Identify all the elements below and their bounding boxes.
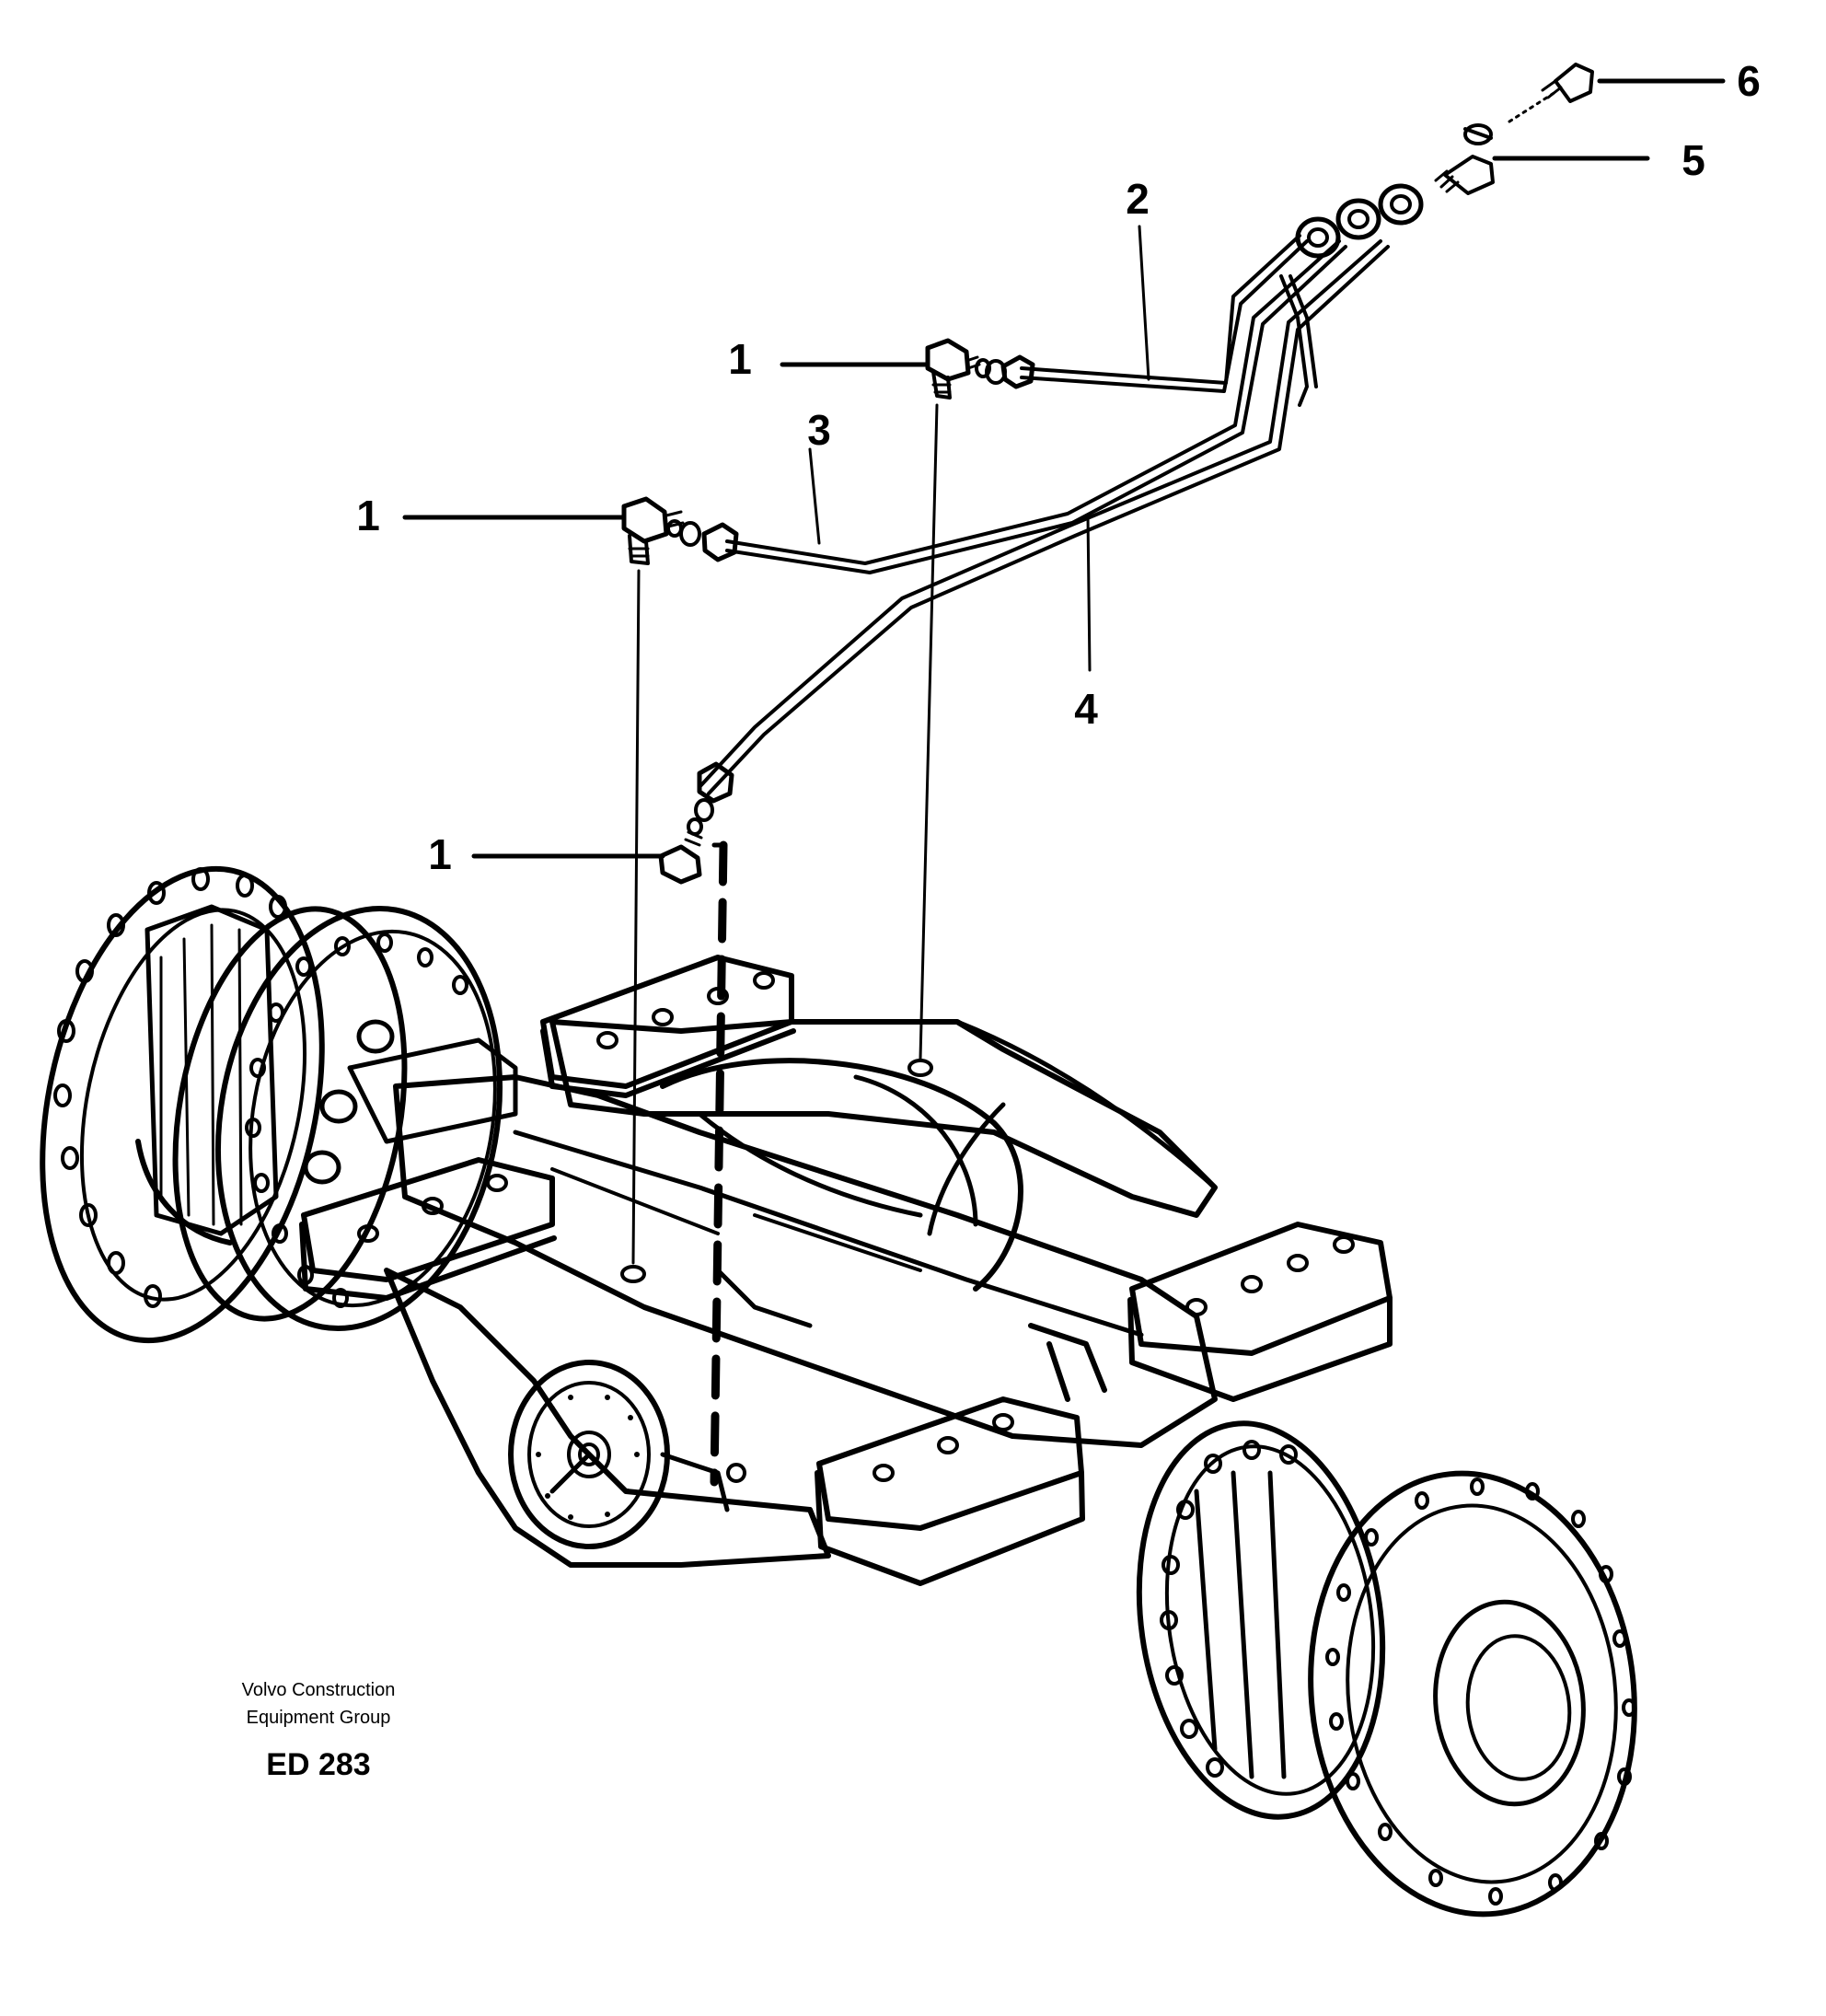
rubber-mount-front-left <box>299 1157 557 1301</box>
credit-block: Volvo Construction Equipment Group ED 28… <box>242 1680 396 1782</box>
alignment-lines <box>631 403 939 1487</box>
callout-2: 2 <box>1126 175 1150 223</box>
distribution-block <box>1295 183 1424 259</box>
callout-3: 3 <box>807 406 831 454</box>
callout-1-upper: 1 <box>728 335 752 383</box>
elbow-fitting-lower <box>658 830 703 885</box>
elbow-fitting-middle <box>621 496 685 565</box>
callout-4: 4 <box>1074 685 1098 733</box>
left-hub-flange <box>40 865 325 1344</box>
callout-5: 5 <box>1682 136 1705 184</box>
axle-assembly <box>40 865 1637 1918</box>
grease-nipple-5 <box>1434 123 1495 195</box>
rubber-mount-rear-right <box>1127 1222 1393 1402</box>
drawing-code: ED 283 <box>266 1747 370 1782</box>
leader-lines <box>402 78 1726 859</box>
callout-numbers: 6 5 2 1 3 1 4 1 <box>356 57 1761 878</box>
callout-1-lower: 1 <box>428 830 452 878</box>
elbow-fitting-upper <box>925 338 981 400</box>
grease-nipple-6 <box>1508 63 1594 123</box>
front-trunnion-bracket <box>384 1268 831 1568</box>
credit-line-2: Equipment Group <box>247 1708 391 1728</box>
pipe-nuts <box>666 354 1035 836</box>
callout-1-middle: 1 <box>356 492 380 539</box>
rubber-mount-rear-left <box>540 955 796 1098</box>
callout-6: 6 <box>1737 57 1761 105</box>
axle-housing <box>393 1058 1218 1448</box>
mounting-cradle <box>549 1019 1218 1218</box>
credit-line-1: Volvo Construction <box>242 1680 396 1700</box>
left-brake-drum <box>172 906 518 1331</box>
rubber-mount-front-right <box>815 1396 1085 1586</box>
right-hub-flange <box>1308 1470 1637 1918</box>
lubrication-pipes <box>698 234 1390 795</box>
right-brake-drum <box>1136 1420 1386 1820</box>
